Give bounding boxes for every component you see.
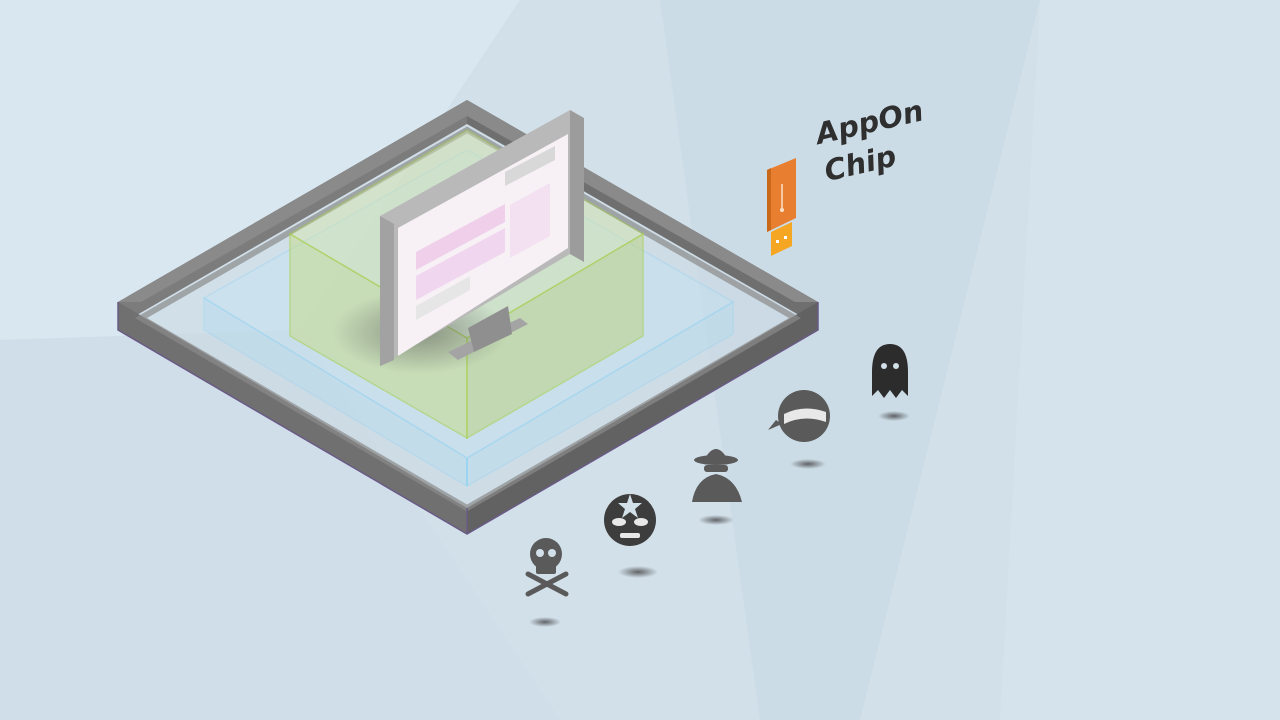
usb-chip-icon: [767, 158, 796, 256]
luchador-mask-icon: [604, 494, 658, 578]
skull-crossbones-icon: [525, 538, 569, 627]
spy-icon: [692, 449, 742, 525]
threat-icons: [525, 344, 910, 627]
monitor: [332, 110, 584, 374]
ghost-icon: [872, 344, 910, 421]
ninja-icon: [768, 390, 830, 469]
